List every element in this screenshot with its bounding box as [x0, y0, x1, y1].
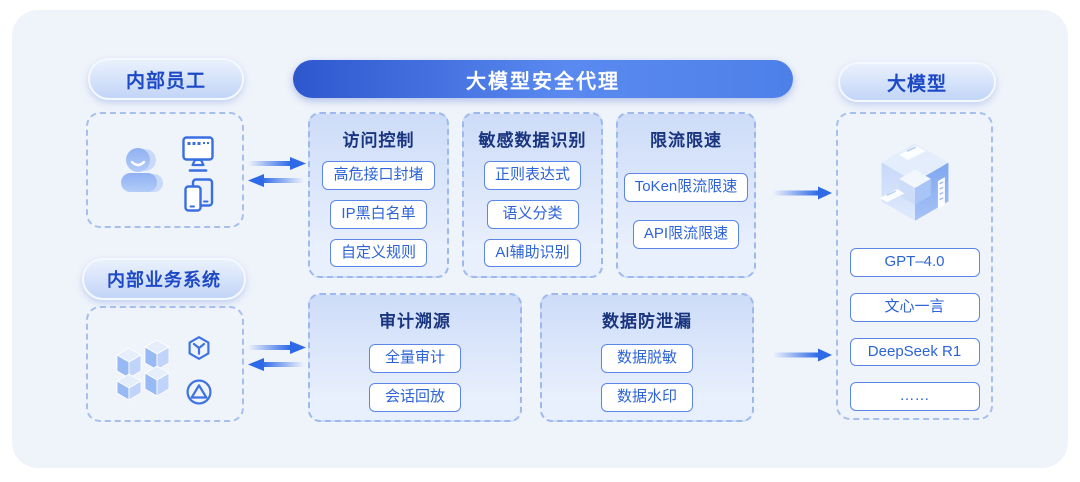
model-item-chip: ……	[849, 382, 980, 411]
arrow-right-icon	[773, 348, 832, 362]
label-internal-staff: 内部员工	[88, 58, 244, 100]
module-item-chip: 数据脱敏	[601, 344, 693, 373]
module-item-chip: 正则表达式	[483, 161, 581, 190]
cubes-icon	[116, 339, 170, 401]
large-model-box: GPT–4.0 文心一言 DeepSeek R1 ……	[836, 112, 993, 420]
arrow-right-icon	[773, 186, 832, 200]
model-item-chip: GPT–4.0	[849, 248, 980, 277]
module-item-chip: 数据水印	[601, 382, 693, 412]
arrow-left-icon	[248, 358, 304, 371]
arrow-bidirectional-business	[248, 341, 306, 371]
arrow-right-icon	[248, 341, 306, 354]
module-item-chip: 自定义规则	[329, 238, 427, 268]
module-title: 审计溯源	[379, 312, 451, 331]
arrow-to-model-top	[773, 186, 832, 200]
module-title: 访问控制	[342, 131, 415, 150]
arrow-right-icon	[248, 157, 306, 170]
devices-icon	[184, 178, 214, 212]
module-dlp: 数据防泄漏 数据脱敏 数据水印	[540, 293, 754, 422]
module-item-chip: API限流限速	[632, 219, 740, 249]
module-audit: 审计溯源 全量审计 会话回放	[308, 293, 522, 422]
module-item-chip: AI辅助识别	[484, 238, 581, 268]
module-title: 敏感数据识别	[478, 131, 587, 150]
hexagon-node-icon	[188, 336, 210, 360]
module-item-chip: IP黑白名单	[330, 199, 427, 229]
module-rate-limit: 限流限速 ToKen限流限速 API限流限速	[616, 112, 756, 278]
model-item-chip: 文心一言	[849, 292, 980, 322]
arrow-to-model-bottom	[773, 348, 832, 362]
module-access-control: 访问控制 高危接口封堵 IP黑白名单 自定义规则	[308, 112, 449, 278]
module-sensitive-data: 敏感数据识别 正则表达式 语义分类 AI辅助识别	[462, 112, 603, 278]
module-item-chip: 会话回放	[369, 382, 461, 412]
module-title: 限流限速	[650, 131, 722, 150]
user-icon	[121, 148, 163, 192]
monitor-icon	[182, 136, 214, 172]
module-item-chip: ToKen限流限速	[623, 173, 749, 202]
triangle-circle-icon	[186, 379, 212, 405]
label-large-model: 大模型	[838, 62, 996, 102]
model-item-chip: DeepSeek R1	[849, 337, 980, 367]
arrow-left-icon	[248, 174, 304, 187]
internal-staff-box	[86, 112, 244, 228]
module-item-chip: 高危接口封堵	[322, 161, 435, 190]
module-item-chip: 全量审计	[369, 344, 461, 373]
internal-business-box	[86, 306, 244, 422]
module-item-chip: 语义分类	[486, 199, 579, 229]
model-cube-icon	[879, 143, 948, 221]
label-internal-business: 内部业务系统	[82, 258, 246, 300]
arrow-bidirectional-staff	[248, 157, 306, 187]
header-security-proxy: 大模型安全代理	[293, 60, 793, 98]
module-title: 数据防泄漏	[602, 312, 692, 331]
